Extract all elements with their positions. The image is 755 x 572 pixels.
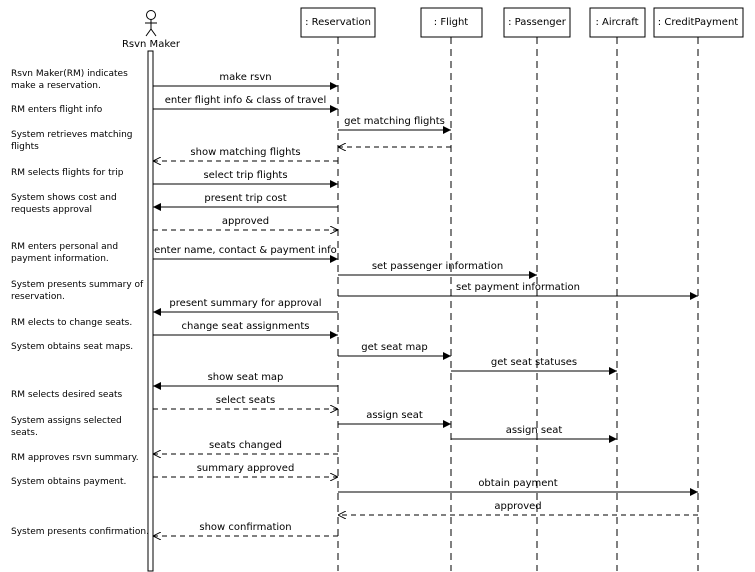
note-line: seats. [11, 428, 38, 438]
note-line: RM selects flights for trip [11, 168, 124, 178]
actor-activation-bar [147, 50, 154, 572]
note-line: reservation. [11, 292, 65, 302]
message-label: summary approved [197, 463, 295, 474]
note-line: RM selects desired seats [11, 390, 122, 400]
message-label: make rsvn [219, 72, 271, 83]
note-line: RM enters personal and [11, 242, 118, 252]
message-label: assign seat [366, 410, 423, 421]
message-label: change seat assignments [182, 321, 310, 332]
note: System retrieves matching flights [11, 130, 133, 152]
note: Rsvn Maker(RM) indicates make a reservati… [11, 69, 128, 91]
note: System obtains seat maps. [11, 342, 133, 352]
note: RM approves rsvn summary. [11, 453, 139, 463]
note: System obtains payment. [11, 477, 126, 487]
message-label: enter flight info & class of travel [165, 95, 326, 106]
actor-head-icon [146, 10, 156, 20]
note-line: make a reservation. [11, 81, 101, 91]
message-label: get seat map [361, 342, 427, 353]
note-line: System obtains payment. [11, 477, 126, 487]
note-line: System assigns selected [11, 416, 122, 426]
note: System assigns selected seats. [11, 416, 122, 438]
actor-left-leg [145, 28, 152, 37]
message-label: show matching flights [190, 147, 300, 158]
message-label: get matching flights [344, 116, 445, 127]
note-line: System presents confirmation. [11, 527, 149, 537]
message-label: select trip flights [203, 170, 287, 181]
object-head-flight: : Flight [420, 7, 483, 38]
note-line: System shows cost and [11, 193, 117, 203]
note-line: RM elects to change seats. [11, 318, 132, 328]
actor-right-leg [150, 28, 157, 37]
note-line: System presents summary of [11, 280, 144, 290]
note-line: Rsvn Maker(RM) indicates [11, 69, 128, 79]
message-label: approved [222, 216, 269, 227]
note-line: RM enters flight info [11, 105, 103, 115]
note: RM selects flights for trip [11, 168, 124, 178]
message-label: present summary for approval [169, 298, 321, 309]
note: System presents summary of reservation. [11, 280, 144, 302]
message-label: obtain payment [478, 478, 557, 489]
note-line: RM approves rsvn summary. [11, 453, 139, 463]
note: System shows cost and requests approval [11, 193, 117, 215]
message-label: show confirmation [199, 522, 291, 533]
message-label: set passenger information [372, 261, 503, 272]
message-label: set payment information [456, 282, 580, 293]
message-label: show seat map [208, 372, 284, 383]
actor-label: Rsvn Maker [122, 39, 181, 50]
message-list: make rsvn enter flight info & class of tr… [153, 72, 698, 536]
object-label-passenger: : Passenger [508, 17, 567, 28]
note: RM enters personal and payment informatio… [11, 242, 118, 264]
message-label: enter name, contact & payment info [154, 245, 337, 256]
note-line: System obtains seat maps. [11, 342, 133, 352]
object-head-passenger: : Passenger [503, 7, 571, 38]
note-line: requests approval [11, 205, 92, 215]
note-line: System retrieves matching [11, 130, 133, 140]
message-label: select seats [216, 395, 276, 406]
object-label-creditpayment: : CreditPayment [658, 17, 738, 28]
note-line: payment information. [11, 254, 109, 264]
note-list: Rsvn Maker(RM) indicates make a reservati… [11, 69, 149, 537]
message-label: approved [494, 501, 541, 512]
note: System presents confirmation. [11, 527, 149, 537]
object-head-reservation: : Reservation [300, 7, 376, 38]
note-line: flights [11, 142, 39, 152]
message-label: seats changed [209, 440, 282, 451]
object-head-creditpayment: : CreditPayment [653, 7, 744, 38]
note: RM enters flight info [11, 105, 103, 115]
object-label-flight: : Flight [434, 17, 469, 28]
note: RM selects desired seats [11, 390, 122, 400]
actor-figure [145, 10, 157, 37]
object-label-reservation: : Reservation [305, 17, 371, 28]
note: RM elects to change seats. [11, 318, 132, 328]
object-label-aircraft: : Aircraft [595, 17, 638, 28]
message-label: assign seat [506, 425, 563, 436]
object-head-aircraft: : Aircraft [589, 7, 646, 38]
message-label: present trip cost [204, 193, 286, 204]
message-label: get seat statuses [491, 357, 577, 368]
